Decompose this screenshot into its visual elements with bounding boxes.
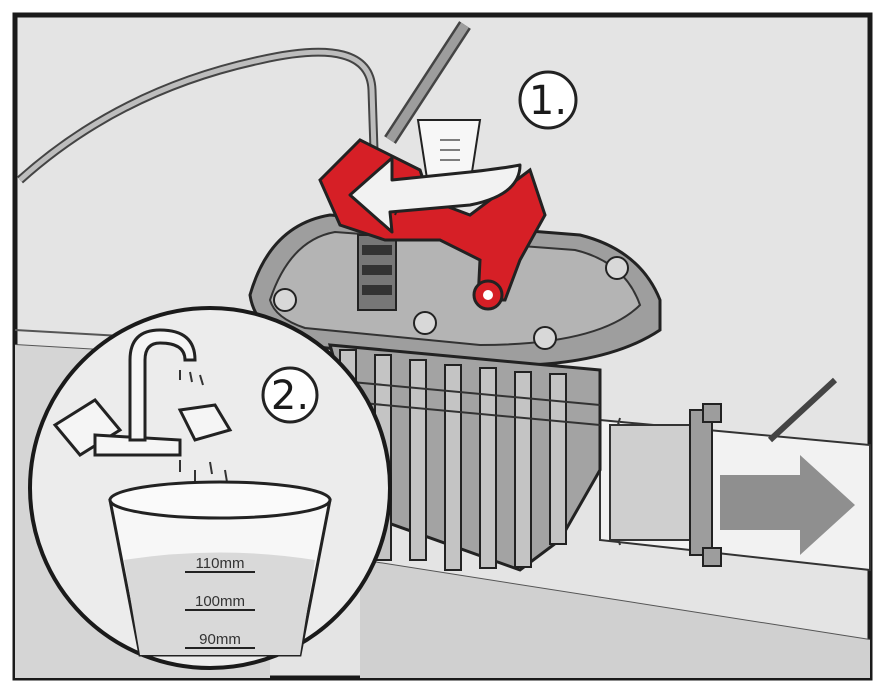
step-1-label: 1. (529, 78, 567, 124)
step-2-badge: 2. (261, 366, 319, 424)
measuring-cup-icon: 110mm 100mm 90mm (108, 480, 332, 657)
step-1-badge: 1. (518, 70, 578, 130)
water-tap-icon (52, 328, 233, 457)
step-2-label: 2. (271, 373, 309, 419)
flow-direction-arrow-icon (720, 455, 855, 555)
curved-arrow-icon (348, 156, 522, 234)
valve-stem (357, 234, 397, 311)
floor-shade-right (360, 560, 870, 678)
cup-mark-90: 90mm (199, 631, 241, 648)
cup-mark-100: 100mm (195, 593, 245, 610)
inset-detail: 110mm 100mm 90mm 2. (28, 306, 392, 670)
cup-mark-110: 110mm (196, 555, 245, 572)
